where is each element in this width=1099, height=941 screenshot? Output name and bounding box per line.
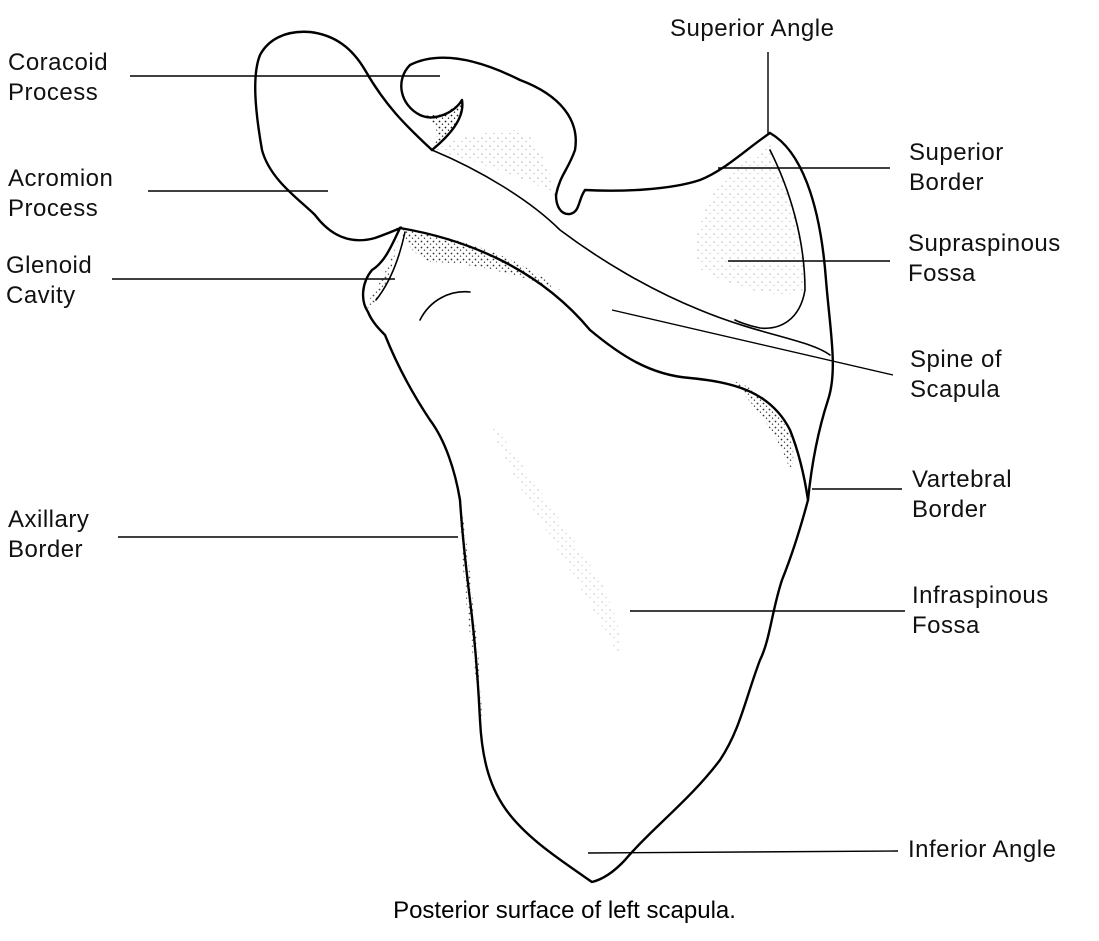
inferior-angle-leader: [587, 850, 899, 854]
spine-leader: [611, 309, 894, 376]
glenoid-shading: [367, 240, 398, 312]
label-acromion-line2: Process: [8, 195, 99, 222]
acromion-outline: [254, 30, 434, 242]
label-superior-border-line2: Border: [909, 169, 985, 196]
label-glenoid-line2: Cavity: [6, 282, 76, 309]
label-spine-line1: Spine of: [910, 346, 1003, 373]
infraspinous-shading: [490, 420, 622, 660]
label-inferior-angle: Inferior Angle: [908, 836, 1057, 863]
label-glenoid-line1: Glenoid: [6, 252, 93, 279]
glenoid-cavity-outline: [361, 226, 402, 337]
label-acromion-process: Acromion Process: [8, 164, 113, 224]
coracoid-base-shading: [435, 130, 556, 195]
label-vertebral-line1: Vartebral: [912, 466, 1013, 493]
label-superior-border: Superior Border: [909, 138, 1004, 198]
label-coracoid-process: Coracoid Process: [8, 48, 108, 108]
label-coracoid-line1: Coracoid: [8, 49, 109, 76]
label-axillary-line2: Border: [8, 536, 84, 563]
figure-caption: Posterior surface of left scapula.: [393, 897, 736, 924]
label-superior-border-line1: Superior: [909, 139, 1004, 166]
label-vertebral-border: Vartebral Border: [912, 465, 1012, 525]
spine-shading: [400, 228, 560, 290]
spine-upper-edge: [431, 149, 831, 356]
label-supraspinous-line1: Supraspinous: [908, 230, 1061, 257]
spine-edge-shading: [730, 380, 794, 470]
infraspinous-ridge: [419, 290, 471, 321]
label-spine-of-scapula: Spine of Scapula: [910, 345, 1002, 405]
label-infraspinous-line2: Fossa: [912, 612, 980, 639]
label-glenoid-cavity: Glenoid Cavity: [6, 251, 92, 311]
coracoid-shading: [420, 100, 463, 150]
label-superior-angle: Superior Angle: [670, 15, 835, 42]
label-supraspinous-line2: Fossa: [908, 260, 976, 287]
label-spine-line2: Scapula: [910, 376, 1001, 403]
label-acromion-line1: Acromion: [8, 165, 114, 192]
label-coracoid-line2: Process: [8, 79, 99, 106]
label-supraspinous-fossa: Supraspinous Fossa: [908, 229, 1061, 289]
label-infraspinous-line1: Infraspinous: [912, 582, 1049, 609]
label-vertebral-line2: Border: [912, 496, 988, 523]
label-axillary-line1: Axillary: [8, 506, 90, 533]
label-axillary-border: Axillary Border: [8, 505, 89, 565]
supraspinous-shading: [696, 145, 805, 294]
axillary-shading: [460, 500, 482, 720]
label-infraspinous-fossa: Infraspinous Fossa: [912, 581, 1049, 641]
superior-border-outline: [554, 131, 772, 216]
